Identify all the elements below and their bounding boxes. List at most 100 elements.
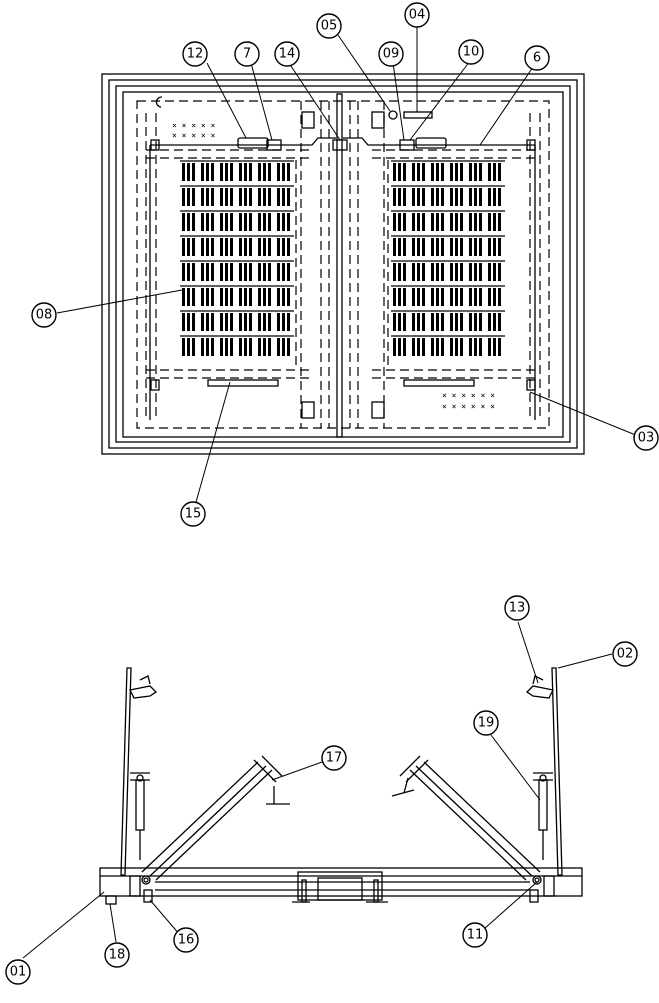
- grating-bar: [239, 188, 242, 206]
- grating-bar: [192, 213, 195, 231]
- grating-bar: [469, 313, 472, 331]
- grating-bar: [230, 188, 233, 206]
- grating-bar: [282, 313, 285, 331]
- grating-bar: [469, 288, 472, 306]
- grating-bar: [450, 263, 453, 281]
- grating-bar: [187, 263, 190, 281]
- grating-bar: [431, 288, 434, 306]
- grating-bar: [206, 313, 209, 331]
- grating-bar: [403, 288, 406, 306]
- grating-bar: [258, 238, 261, 256]
- grating-bar: [268, 238, 271, 256]
- callout-18: 18: [104, 942, 130, 968]
- grating-bar: [436, 163, 439, 181]
- grating-bar: [455, 338, 458, 356]
- grating-bar: [493, 238, 496, 256]
- grating-bar: [493, 263, 496, 281]
- callout-09: 09: [378, 41, 404, 67]
- grating-bar: [225, 188, 228, 206]
- callout-15-label: 15: [185, 507, 202, 522]
- grating-bar: [211, 213, 214, 231]
- grating-bar: [417, 338, 420, 356]
- grating-bar: [436, 263, 439, 281]
- grating-bar: [422, 213, 425, 231]
- grating-bar: [192, 338, 195, 356]
- part-04-plate: [403, 111, 433, 119]
- grating-bar: [441, 213, 444, 231]
- grating-bar: [263, 238, 266, 256]
- callout-7-label: 7: [243, 47, 251, 62]
- right-clamp: [525, 685, 554, 699]
- grating-bar: [498, 338, 501, 356]
- grating-bar: [206, 338, 209, 356]
- grating-bar: [201, 288, 204, 306]
- grating-bar: [469, 213, 472, 231]
- grating-bar: [206, 213, 209, 231]
- callout-14: 14: [274, 41, 300, 67]
- grating-bar: [277, 313, 280, 331]
- grating-bar: [244, 288, 247, 306]
- grating-bar: [450, 163, 453, 181]
- grating-bar: [239, 338, 242, 356]
- grating-bar: [258, 288, 261, 306]
- grating-bar: [263, 263, 266, 281]
- grating-bar: [498, 163, 501, 181]
- grating-bar: [412, 213, 415, 231]
- grating-bar: [393, 313, 396, 331]
- grating-bar: [498, 263, 501, 281]
- grating-bar: [225, 288, 228, 306]
- bottom-bar-right: [403, 379, 475, 387]
- grating-bar: [422, 288, 425, 306]
- frame-inner-2: [115, 85, 571, 443]
- grating-bar: [249, 338, 252, 356]
- grating-bar: [201, 213, 204, 231]
- grating-bar: [479, 263, 482, 281]
- grating-bar: [422, 338, 425, 356]
- grating-bar: [211, 238, 214, 256]
- grating-bar: [455, 213, 458, 231]
- grating-bar: [479, 338, 482, 356]
- grating-bar: [282, 288, 285, 306]
- grating-bar: [277, 188, 280, 206]
- callout-03-label: 03: [638, 431, 655, 446]
- grating-bar: [211, 313, 214, 331]
- grating-bar: [230, 313, 233, 331]
- grating-bar: [450, 313, 453, 331]
- callout-05-label: 05: [321, 19, 338, 34]
- left-tee-support: [266, 786, 290, 805]
- grating-bar: [474, 338, 477, 356]
- grating-bar: [474, 188, 477, 206]
- grating-bar: [287, 313, 290, 331]
- callout-17: 17: [321, 745, 347, 771]
- grating-bar: [268, 163, 271, 181]
- callout-14-label: 14: [279, 47, 296, 62]
- grating-bar: [403, 163, 406, 181]
- grating-bar: [488, 163, 491, 181]
- callout-10: 10: [458, 39, 484, 65]
- grating-bar: [455, 313, 458, 331]
- grating-bar: [282, 213, 285, 231]
- svg-text:× × × × × ×: × × × × × ×: [442, 391, 495, 400]
- grating-bar: [277, 213, 280, 231]
- bottom-bar-left: [207, 379, 279, 387]
- grating-bar: [422, 313, 425, 331]
- grating-bar: [436, 288, 439, 306]
- grating-bar: [417, 163, 420, 181]
- grating-bar: [398, 238, 401, 256]
- grating-bar: [192, 238, 195, 256]
- section-view: [99, 667, 583, 905]
- grating-bar: [230, 263, 233, 281]
- grating-bar: [398, 213, 401, 231]
- callout-17-label: 17: [326, 751, 343, 766]
- grating-bar: [258, 213, 261, 231]
- callout-03: 03: [633, 425, 659, 451]
- grating-bar: [230, 163, 233, 181]
- section-base-frame: [99, 867, 583, 897]
- grating-bar: [249, 238, 252, 256]
- grating-bar: [460, 263, 463, 281]
- callout-08-label: 08: [36, 308, 53, 323]
- grating-bar: [263, 188, 266, 206]
- grating-bar: [450, 238, 453, 256]
- svg-text:× × × × ×: × × × × ×: [172, 121, 216, 130]
- grating-bar: [493, 313, 496, 331]
